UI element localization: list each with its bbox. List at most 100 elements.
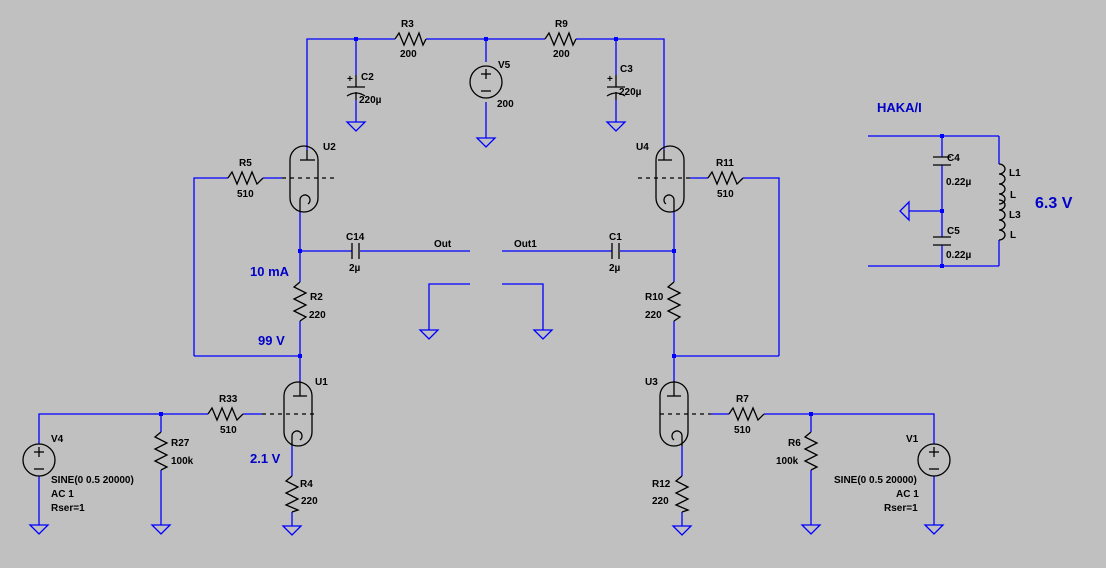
- c3-value: 220µ: [619, 87, 642, 98]
- r5-value: 510: [237, 189, 254, 200]
- capacitors: + +: [346, 74, 951, 259]
- triode-u1[interactable]: [262, 381, 314, 447]
- triode-u3[interactable]: [659, 381, 711, 447]
- r10-ref: R10: [645, 292, 664, 303]
- capacitor-c2[interactable]: +: [346, 74, 366, 100]
- l3-ref: L3: [1009, 210, 1021, 221]
- r33-value: 510: [220, 425, 237, 436]
- r6-ref: R6: [788, 438, 801, 449]
- capacitor-c3[interactable]: +: [606, 74, 626, 100]
- annotations: 10 mA 99 V 2.1 V HAKA/I 6.3 V: [250, 100, 1073, 466]
- labels: R3 200 R9 200 C2 220µ C3 220µ V5 200 U2 …: [51, 19, 1021, 514]
- r11-ref: R11: [716, 158, 734, 169]
- voltage-source-v4[interactable]: [22, 443, 56, 477]
- triode-u2[interactable]: [282, 145, 334, 213]
- voltage-source-v5[interactable]: [469, 65, 503, 99]
- r7-value: 510: [734, 425, 751, 436]
- resistor-r12[interactable]: [674, 475, 690, 513]
- r2-value: 220: [309, 310, 326, 321]
- triodes: [262, 145, 711, 447]
- r33-ref: R33: [219, 394, 238, 405]
- u3-ref: U3: [645, 377, 658, 388]
- r3-ref: R3: [401, 19, 414, 30]
- resistor-r5[interactable]: [227, 170, 264, 186]
- ground-symbol: [899, 200, 910, 222]
- resistors: [153, 31, 819, 513]
- resistor-r7[interactable]: [728, 406, 765, 422]
- ground-symbol: [345, 121, 367, 132]
- r9-ref: R9: [555, 19, 568, 30]
- heater-net-label: HAKA/I: [877, 100, 922, 115]
- r4-value: 220: [301, 496, 318, 507]
- r2-ref: R2: [310, 292, 323, 303]
- l3-value: L: [1010, 230, 1016, 241]
- resistor-r11[interactable]: [707, 170, 744, 186]
- resistor-r33[interactable]: [207, 406, 244, 422]
- u2-ref: U2: [323, 142, 336, 153]
- c2-value: 220µ: [359, 95, 382, 106]
- net-out-label: Out: [434, 239, 452, 250]
- ground-symbol: [418, 329, 440, 340]
- resistor-r6[interactable]: [803, 431, 819, 471]
- v5-value: 200: [497, 99, 514, 110]
- v1-ref: V1: [906, 434, 919, 445]
- r5-ref: R5: [239, 158, 252, 169]
- heater-voltage-annotation: 6.3 V: [1035, 195, 1073, 212]
- ground-symbol: [475, 137, 497, 148]
- ground-symbol: [800, 524, 822, 535]
- r11-value: 510: [717, 189, 734, 200]
- capacitor-c14[interactable]: [351, 243, 360, 259]
- r9-value: 200: [553, 49, 570, 60]
- voltage-source-v1[interactable]: [917, 443, 951, 477]
- v1-line3: Rser=1: [884, 503, 918, 514]
- r6-value: 100k: [776, 456, 799, 467]
- r12-ref: R12: [652, 479, 671, 490]
- ground-symbol: [281, 525, 303, 536]
- ground-symbol: [150, 524, 172, 535]
- r27-ref: R27: [171, 438, 190, 449]
- inductor-l3[interactable]: [998, 199, 1006, 241]
- c2-ref: C2: [361, 72, 374, 83]
- v4-line2: AC 1: [51, 489, 74, 500]
- v4-line1: SINE(0 0.5 20000): [51, 475, 134, 486]
- v4-line3: Rser=1: [51, 503, 85, 514]
- u4-ref: U4: [636, 142, 649, 153]
- resistor-r27[interactable]: [153, 431, 169, 471]
- r4-ref: R4: [300, 479, 313, 490]
- c14-value: 2µ: [349, 263, 361, 274]
- wires: [38, 38, 1000, 526]
- resistor-r4[interactable]: [284, 475, 300, 513]
- u1-ref: U1: [315, 377, 328, 388]
- c3-ref: C3: [620, 64, 633, 75]
- c5-value: 0.22µ: [946, 250, 971, 261]
- c1-value: 2µ: [609, 263, 621, 274]
- c1-ref: C1: [609, 232, 622, 243]
- inductor-l1[interactable]: [998, 163, 1006, 205]
- r27-value: 100k: [171, 456, 194, 467]
- c4-ref: C4: [947, 153, 960, 164]
- resistor-r10[interactable]: [666, 281, 682, 322]
- v1-line1: SINE(0 0.5 20000): [834, 475, 917, 486]
- capacitor-c4[interactable]: [933, 156, 951, 166]
- r7-ref: R7: [736, 394, 749, 405]
- current-annotation: 10 mA: [250, 264, 290, 279]
- cathode-voltage-annotation: 2.1 V: [250, 451, 281, 466]
- l1-ref: L1: [1009, 168, 1021, 179]
- voltage-sources: [22, 65, 951, 477]
- resistor-r3[interactable]: [394, 31, 427, 47]
- c14-ref: C14: [346, 232, 365, 243]
- ground-symbol: [671, 525, 693, 536]
- ground-symbol: [532, 329, 554, 340]
- triode-u4[interactable]: [638, 145, 690, 213]
- resistor-r9[interactable]: [544, 31, 577, 47]
- v5-ref: V5: [498, 60, 511, 71]
- r10-value: 220: [645, 310, 662, 321]
- resistor-r2[interactable]: [292, 281, 308, 322]
- v4-ref: V4: [51, 434, 64, 445]
- ground-symbol: [605, 121, 627, 132]
- capacitor-c5[interactable]: [933, 236, 951, 246]
- capacitor-c1[interactable]: [611, 243, 620, 259]
- r3-value: 200: [400, 49, 417, 60]
- r12-value: 220: [652, 496, 669, 507]
